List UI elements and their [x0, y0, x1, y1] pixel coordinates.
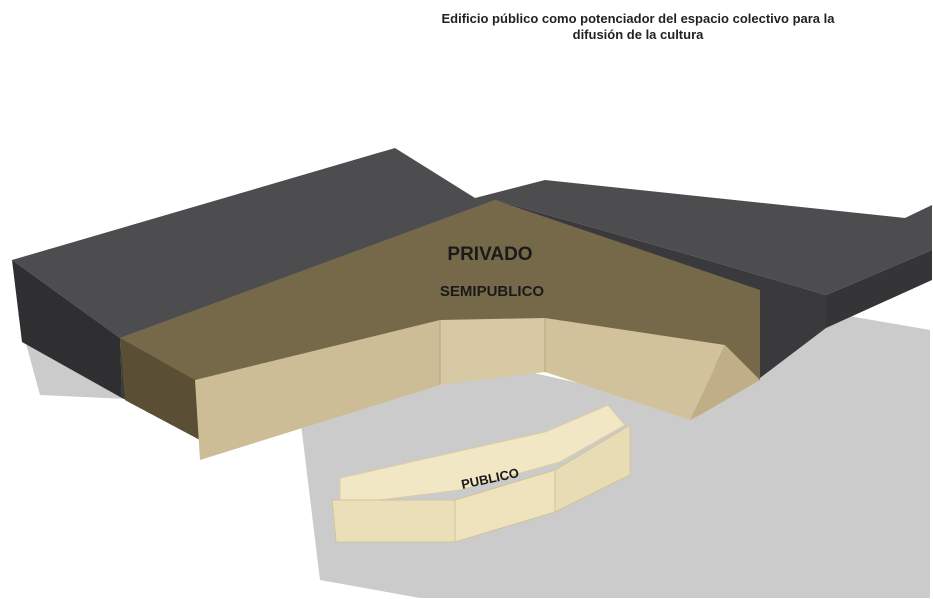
label-privado: PRIVADO [447, 244, 532, 265]
privado-block-top [12, 148, 932, 338]
inner-wing-face-right [545, 318, 725, 420]
semipublico-inner-wing [195, 318, 760, 460]
label-semipublico: SEMIPUBLICO [440, 283, 545, 300]
diagram-title: Edificio público como potenciador del es… [362, 11, 914, 43]
inner-wing-face-left [195, 320, 440, 460]
publico-pavilion-front-right [554, 424, 631, 513]
semipublico-block-shade [120, 338, 200, 440]
publico-pavilion-front-left [331, 499, 456, 543]
inner-wing-face-mid [440, 318, 545, 385]
privado-block-side [12, 260, 122, 398]
diagram-title-line-2: difusión de la cultura [572, 27, 704, 42]
inner-wing-end [690, 345, 760, 420]
diagram-title-line-1: Edificio público como potenciador del es… [441, 11, 835, 26]
privado-block-right-side [826, 250, 932, 328]
publico-pavilion [331, 404, 631, 543]
